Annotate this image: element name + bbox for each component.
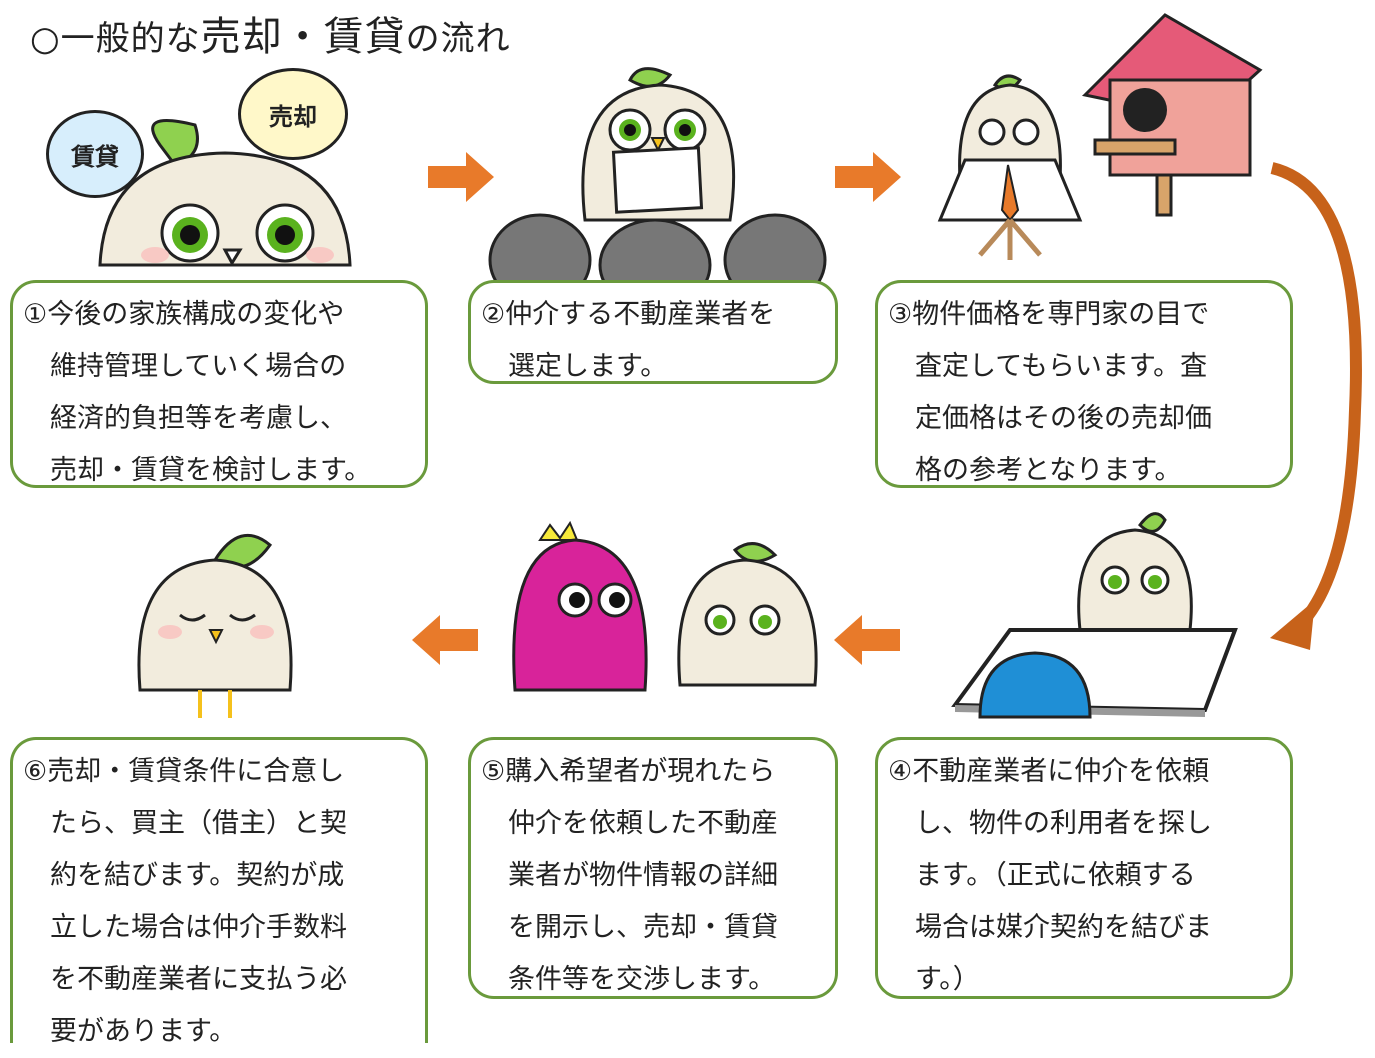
illustration-owl-desk bbox=[951, 512, 1238, 719]
step-text-3: ③物件価格を専門家の目で 査定してもらいます。査 定価格はその後の売却価 格の参… bbox=[888, 299, 1212, 486]
step-box-2: ②仲介する不動産業者を 選定します。 bbox=[468, 280, 838, 384]
step-text-4: ④不動産業者に仲介を依頼 し、物件の利用者を探し ます。（正式に依頼する 場合は… bbox=[888, 756, 1212, 995]
step-box-4: ④不動産業者に仲介を依頼 し、物件の利用者を探し ます。（正式に依頼する 場合は… bbox=[875, 737, 1293, 999]
bubble-label-chintai: 賃貸 bbox=[71, 142, 119, 171]
curved-arrow-down-icon bbox=[1270, 162, 1362, 650]
step-box-5: ⑤購入希望者が現れたら 仲介を依頼した不動産 業者が物件情報の詳細 を開示し、売… bbox=[468, 737, 838, 999]
step-box-1: ①今後の家族構成の変化や 維持管理していく場合の 経済的負担等を考慮し、 売却・… bbox=[10, 280, 428, 488]
owl-face-icon bbox=[98, 119, 352, 267]
illustration-owl-presenting bbox=[488, 67, 827, 312]
illustration-owl-content bbox=[137, 534, 293, 718]
step-text-6: ⑥売却・賃貸条件に合意し たら、買主（借主）と契 約を結びます。契約が成 立した… bbox=[23, 756, 347, 1047]
step-text-1: ①今後の家族構成の変化や 維持管理していく場合の 経済的負担等を考慮し、 売却・… bbox=[23, 299, 372, 486]
speech-bubble-chintai: 賃貸 bbox=[46, 110, 144, 198]
title-highlight: 売却・賃貸 bbox=[200, 14, 406, 60]
title-prefix: ○一般的な bbox=[30, 19, 201, 59]
title-suffix: の流れ bbox=[405, 19, 511, 59]
step-text-5: ⑤購入希望者が現れたら 仲介を依頼した不動産 業者が物件情報の詳細 を開示し、売… bbox=[481, 756, 778, 995]
step-box-6: ⑥売却・賃貸条件に合意し たら、買主（借主）と契 約を結びます。契約が成 立した… bbox=[10, 737, 428, 1047]
arrow-left-icon bbox=[834, 615, 900, 665]
arrow-left-icon bbox=[412, 615, 478, 665]
speech-bubble-baikyaku: 売却 bbox=[238, 68, 348, 160]
step-text-2: ②仲介する不動産業者を 選定します。 bbox=[481, 299, 776, 382]
arrow-right-icon bbox=[428, 152, 494, 202]
illustration-owl-appraiser bbox=[937, 74, 1083, 260]
bubble-label-baikyaku: 売却 bbox=[269, 102, 317, 131]
arrow-right-icon bbox=[835, 152, 901, 202]
page-title: ○一般的な売却・賃貸の流れ bbox=[30, 4, 511, 62]
birdhouse-icon bbox=[1081, 13, 1263, 217]
illustration-owl-negotiation bbox=[512, 520, 818, 692]
step-box-3: ③物件価格を専門家の目で 査定してもらいます。査 定価格はその後の売却価 格の参… bbox=[875, 280, 1293, 488]
